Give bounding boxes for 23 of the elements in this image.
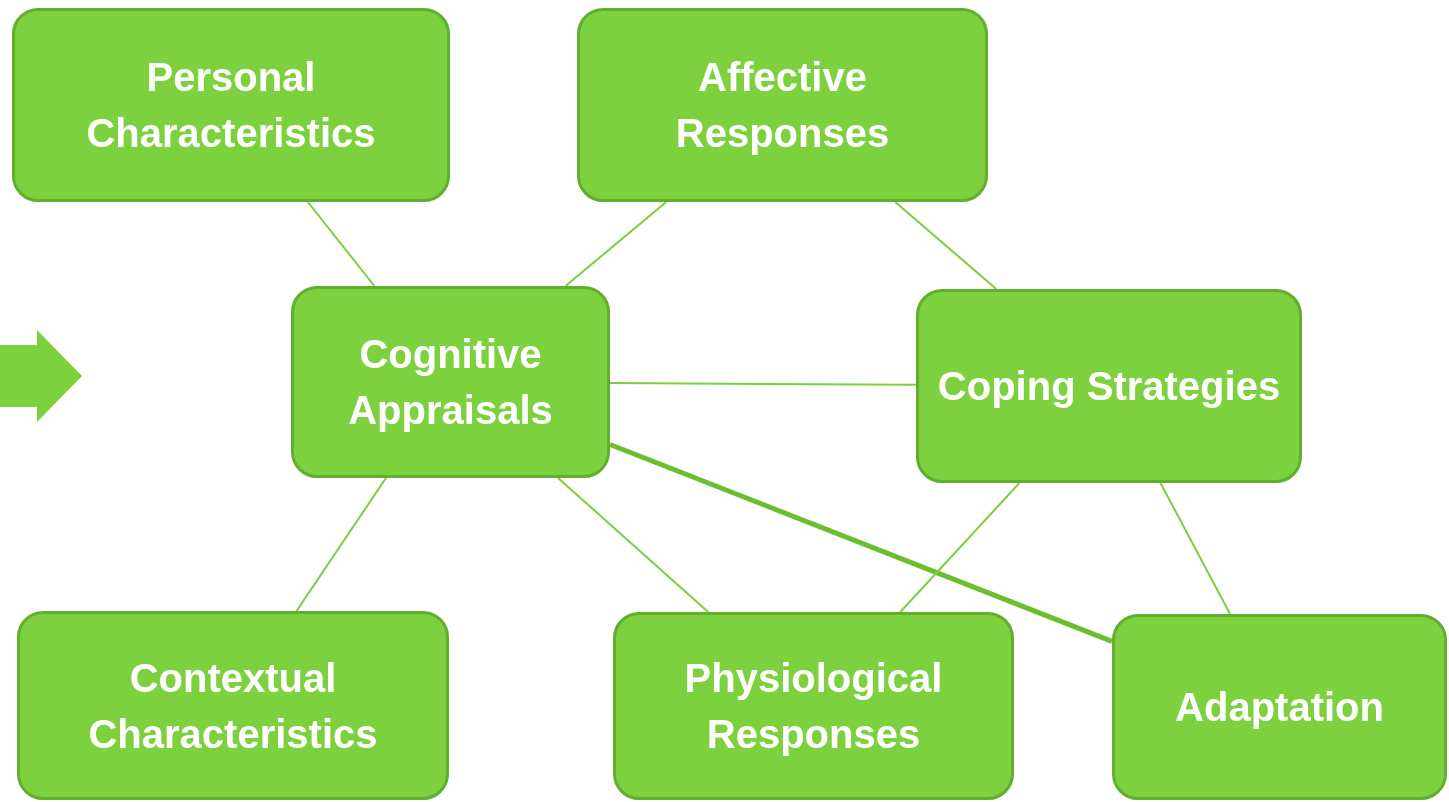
connector-line [1159,482,1232,615]
connector-line [564,201,668,287]
connector-line [894,201,998,290]
connector-line [609,381,917,386]
concept-box [12,8,450,202]
concept-box [291,286,610,478]
concept-box [577,8,988,202]
concept-box [916,289,1302,483]
concept-label: Adaptation [1175,684,1384,731]
concept-box [613,612,1014,800]
concept-label: Physiological Responses [683,655,944,758]
concept-label: Personal Characteristics [85,54,377,157]
concept-label: Coping Strategies [937,363,1281,410]
connector-line [295,477,387,612]
concept-label: Contextual Characteristics [87,654,379,758]
concept-box [1112,614,1447,800]
concept-label: Cognitive Appraisals [347,331,554,434]
connector-line [899,482,1021,613]
concept-label: Affective Responses [674,54,891,157]
connector-line [609,442,1113,644]
connector-line [306,201,376,287]
concept-box [17,611,449,800]
connector-line [557,477,710,613]
